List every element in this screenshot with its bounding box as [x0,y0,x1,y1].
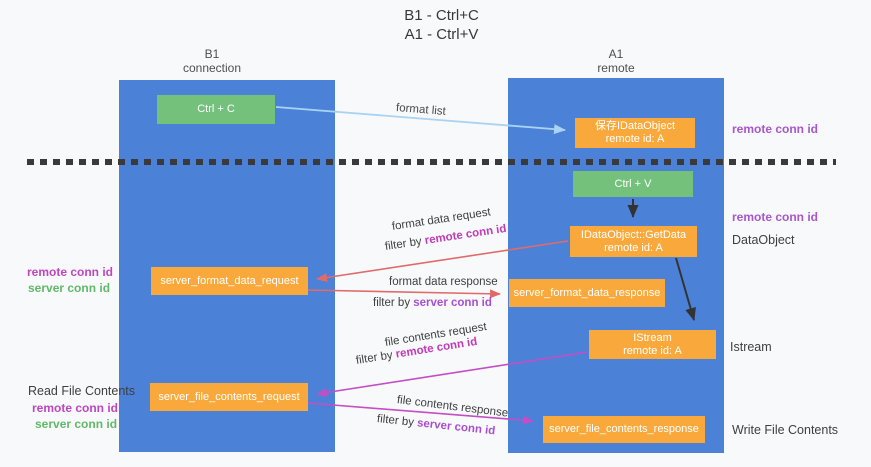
file-contents-request-arrow [316,351,589,397]
node-idataobject-getdata-line2: remote id: A [604,241,663,254]
read-file-contents-label: Read File Contents [28,384,136,398]
right-remote-conn-id-label-top: remote conn id [732,122,819,136]
write-file-contents-label: Write File Contents [732,423,839,437]
lane-header-a1: A1 remote [536,47,696,75]
left-remote-conn-id-label-1: remote conn id [27,265,114,279]
title-line-2: A1 - Ctrl+V [404,26,479,43]
format-list-arrow [275,106,566,135]
lane-b1-role: connection [182,61,242,75]
format-data-response-arrow [307,289,501,299]
format-data-response-label: format data response [389,276,498,288]
server-conn-id-inline-1: server conn id [413,297,492,309]
file-contents-response-arrow [307,402,534,425]
left-server-conn-id-label-2: server conn id [35,417,118,431]
node-save-idataobject-line1: 保存IDataObject [594,120,676,132]
node-server-format-data-request: server_format_data_request [151,267,308,295]
filter-by-server-conn-id-label-1: filter by server conn id [373,297,492,309]
node-server-format-data-response-label: server_format_data_response [513,286,661,299]
getdata-to-istream-arrow [675,257,696,321]
node-save-idataobject: 保存IDataObject remote id: A [575,118,695,148]
dataobject-label: DataObject [732,233,795,247]
node-server-file-contents-request: server_file_contents_request [150,383,308,411]
lane-a1-role: remote [597,61,635,75]
istream-side-label: Istream [730,340,772,354]
left-server-conn-id-label-1: server conn id [28,281,111,295]
filter-by-prefix-2: filter by [373,297,414,309]
format-data-request-arrow [316,240,569,282]
node-idataobject-getdata: IDataObject::GetData remote id: A [570,226,697,257]
node-ctrl-c-label: Ctrl + C [197,103,235,115]
node-ctrl-c: Ctrl + C [157,95,275,124]
node-save-idataobject-line2: remote id: A [605,133,665,145]
node-idataobject-getdata-line1: IDataObject::GetData [580,228,687,241]
node-ctrl-v-label: Ctrl + V [614,177,652,190]
node-server-file-contents-request-label: server_file_contents_request [158,390,300,403]
lane-b1-name: B1 [204,47,220,61]
node-server-file-contents-response: server_file_contents_response [543,416,705,443]
node-istream-line1: IStream [633,331,672,344]
node-istream: IStream remote id: A [589,330,716,359]
diagram-title: B1 - Ctrl+C A1 - Ctrl+V [0,6,871,44]
node-server-format-data-response: server_format_data_response [509,279,665,307]
node-istream-line2: remote id: A [623,344,682,357]
lane-header-b1: B1 connection [132,47,292,75]
right-remote-conn-id-label-mid: remote conn id [732,210,819,224]
node-ctrl-v: Ctrl + V [573,171,693,197]
title-line-1: B1 - Ctrl+C [404,7,479,24]
left-remote-conn-id-label-2: remote conn id [32,401,119,415]
node-server-format-data-request-label: server_format_data_request [160,274,299,287]
node-server-file-contents-response-label: server_file_contents_response [549,423,699,435]
lane-a1-name: A1 [608,47,624,61]
